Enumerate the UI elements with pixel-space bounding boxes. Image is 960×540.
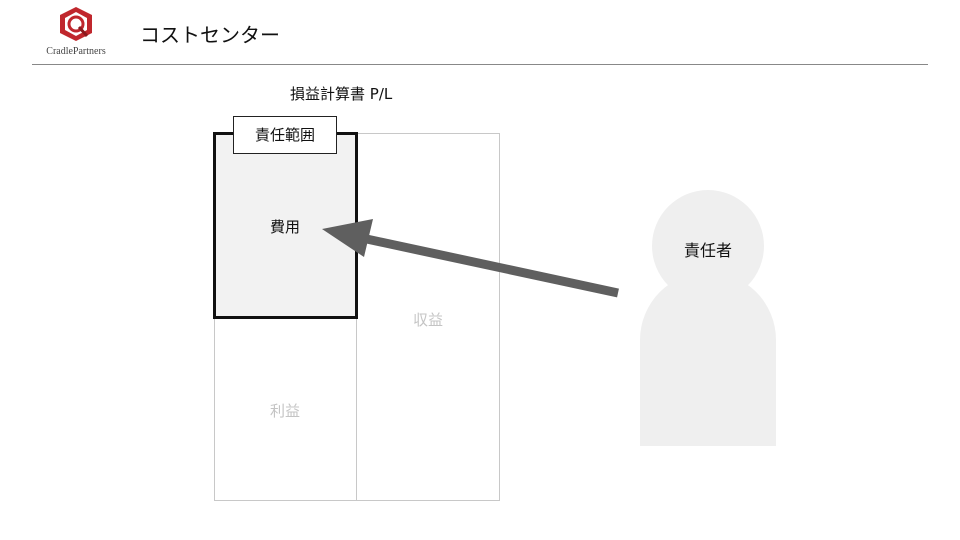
slide-title: コストセンター [140, 23, 280, 47]
responsibility-scope-label: 責任範囲 [233, 116, 337, 154]
person-icon [640, 190, 776, 446]
logo-wordmark: CradlePartners [46, 46, 106, 57]
profit-label: 利益 [269, 402, 300, 420]
arrow-shaft [361, 233, 619, 298]
company-logo: CradlePartners [38, 6, 114, 60]
person-label: 責任者 [683, 241, 732, 260]
person-head [652, 190, 764, 302]
arrow-head [322, 219, 373, 257]
pl-statement-title: 損益計算書 P/L [290, 85, 393, 103]
cost-label: 費用 [269, 218, 300, 236]
person-body [640, 272, 776, 446]
revenue-label: 収益 [412, 311, 443, 329]
cradle-partners-logo-icon [60, 7, 92, 41]
header-divider [32, 64, 928, 65]
